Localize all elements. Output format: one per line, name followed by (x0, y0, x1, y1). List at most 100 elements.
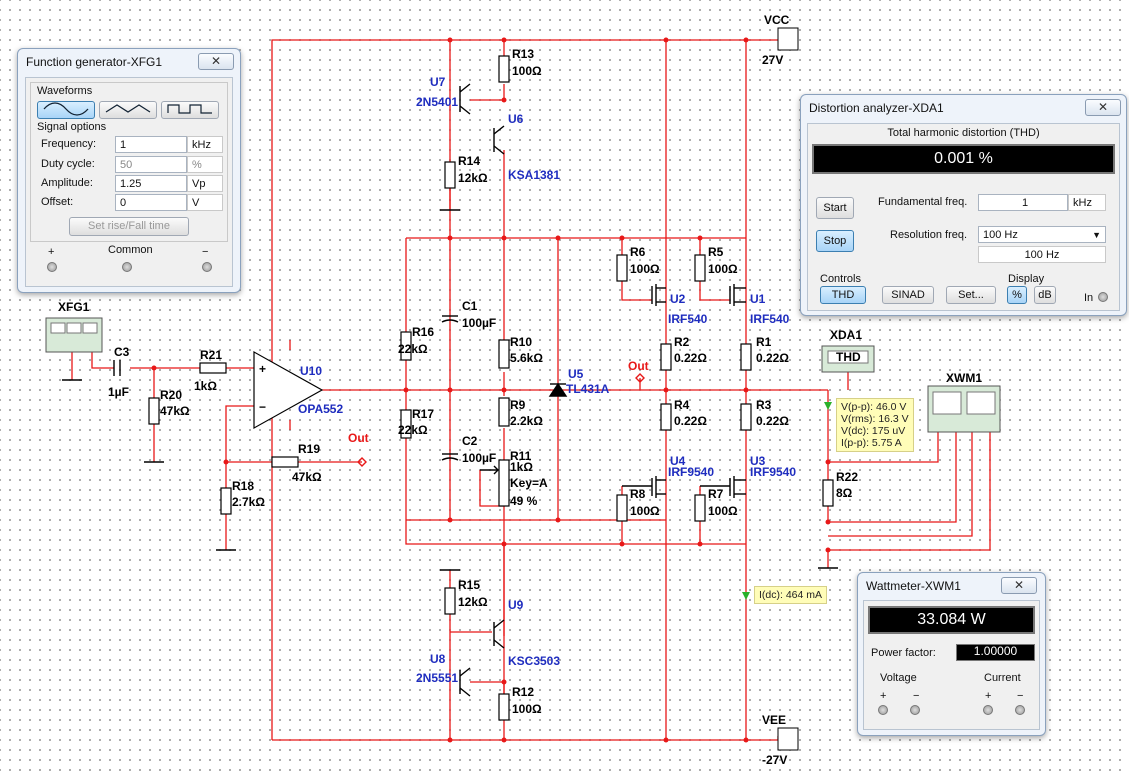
r18-val: 2.7kΩ (232, 495, 265, 509)
square-wave-icon (167, 104, 212, 114)
frequency-label: Frequency: (41, 138, 97, 150)
percent-button[interactable]: % (1007, 286, 1027, 304)
duty-cycle-field[interactable]: 50 (115, 156, 187, 173)
probe-idc-icon[interactable] (742, 592, 750, 600)
fg-options-group: Waveforms Signal options Frequency: 1 kH… (30, 82, 228, 242)
svg-text:−: − (259, 400, 266, 414)
da-body: Total harmonic distortion (THD) 0.001 % … (807, 123, 1120, 311)
sine-wave-icon (43, 102, 89, 116)
r11-val: 1kΩ (510, 460, 533, 474)
xwm1-label: XWM1 (946, 371, 982, 385)
r6-ref: R6 (630, 245, 646, 259)
db-button[interactable]: dB (1034, 286, 1056, 304)
amplitude-unit[interactable]: Vp (187, 175, 223, 192)
voltage-minus-label: − (913, 690, 920, 702)
stop-button[interactable]: Stop (816, 230, 854, 252)
voltage-plus-terminal[interactable] (878, 705, 888, 715)
frequency-unit[interactable]: kHz (187, 136, 223, 153)
square-wave-button[interactable] (161, 101, 219, 119)
fund-freq-unit[interactable]: kHz (1068, 194, 1106, 211)
r12-ref: R12 (512, 685, 534, 699)
set-rise-fall-button[interactable]: Set rise/Fall time (69, 217, 189, 236)
symbols (62, 83, 838, 697)
r18-ref: R18 (232, 479, 254, 493)
sinad-button[interactable]: SINAD (882, 286, 934, 304)
current-minus-terminal[interactable] (1015, 705, 1025, 715)
fg-minus-label: − (202, 246, 209, 258)
vee-source[interactable] (777, 727, 799, 751)
r22-val: 8Ω (836, 486, 853, 500)
frequency-field[interactable]: 1 (115, 136, 187, 153)
duty-cycle-unit[interactable]: % (187, 156, 223, 173)
probe-idc-readout: I(dc): 464 mA (754, 586, 828, 604)
xda1-icon[interactable] (821, 345, 875, 373)
xwm1-icon[interactable] (927, 385, 1001, 433)
r21-ref: R21 (200, 348, 222, 362)
wm-close-button[interactable]: ✕ (1001, 577, 1037, 594)
r3-val: 0.22Ω (756, 414, 789, 428)
xfg1-icon[interactable] (45, 317, 103, 353)
triangle-wave-icon (105, 104, 151, 113)
start-button[interactable]: Start (816, 197, 854, 219)
thd-button[interactable]: THD (820, 286, 866, 304)
triangle-wave-button[interactable] (99, 101, 157, 119)
thd-display: 0.001 % (812, 144, 1115, 174)
c2-ref: C2 (462, 434, 478, 448)
da-close-button[interactable]: ✕ (1085, 99, 1121, 116)
r1-val: 0.22Ω (756, 351, 789, 365)
current-plus-terminal[interactable] (983, 705, 993, 715)
r15-val: 12kΩ (458, 595, 488, 609)
fg-common-terminal[interactable] (122, 262, 132, 272)
fg-common-label: Common (108, 244, 153, 256)
fg-plus-label: + (48, 246, 55, 258)
fg-waveforms-label: Waveforms (37, 85, 93, 97)
in-terminal[interactable] (1098, 292, 1108, 302)
offset-label: Offset: (41, 196, 74, 208)
probe-vout-readout: V(p-p): 46.0 V V(rms): 16.3 V V(dc): 175… (836, 398, 914, 452)
r10-ref: R10 (510, 335, 532, 349)
fg-signal-options-label: Signal options (37, 121, 107, 133)
r9-val: 2.2kΩ (510, 414, 543, 428)
res-freq-select[interactable]: 100 Hz ▼ (978, 226, 1106, 243)
fund-freq-label: Fundamental freq. (878, 196, 968, 208)
r7-val: 100Ω (708, 504, 738, 518)
r20-ref: R20 (160, 388, 182, 402)
sine-wave-button[interactable] (37, 101, 95, 119)
set-button[interactable]: Set... (946, 286, 996, 304)
r6-val: 100Ω (630, 262, 660, 276)
fg-plus-terminal[interactable] (47, 262, 57, 272)
vcc-value: 27V (762, 53, 783, 67)
probe-ipp: I(p-p): 5.75 A (841, 437, 902, 449)
amplitude-field[interactable]: 1.25 (115, 175, 187, 192)
r5-ref: R5 (708, 245, 724, 259)
probe-vout-icon[interactable] (824, 402, 832, 410)
fg-minus-terminal[interactable] (202, 262, 212, 272)
wattmeter-window[interactable]: Wattmeter-XWM1 ✕ 33.084 W Power factor: … (857, 572, 1046, 736)
r11-key: Key=A (510, 476, 548, 490)
components (148, 55, 834, 721)
r3-ref: R3 (756, 398, 772, 412)
wm-body: 33.084 W Power factor: 1.00000 Voltage C… (863, 600, 1040, 730)
u9-ref: U9 (508, 598, 524, 612)
offset-unit[interactable]: V (187, 194, 223, 211)
offset-field[interactable]: 0 (115, 194, 187, 211)
u1-val: IRF540 (750, 312, 790, 326)
in-label: In (1084, 292, 1094, 304)
u2-val: IRF540 (668, 312, 708, 326)
vcc-source[interactable] (777, 27, 799, 51)
c3-val: 1µF (108, 385, 129, 399)
duty-cycle-label: Duty cycle: (41, 158, 95, 170)
r22-ref: R22 (836, 470, 858, 484)
r17-ref: R17 (412, 407, 434, 421)
voltage-minus-terminal[interactable] (910, 705, 920, 715)
current-minus-label: − (1017, 690, 1024, 702)
distortion-analyzer-window[interactable]: Distortion analyzer-XDA1 ✕ Total harmoni… (800, 94, 1127, 316)
function-generator-window[interactable]: Function generator-XFG1 ✕ Waveforms Sign… (17, 48, 241, 293)
r20-val: 47kΩ (160, 404, 190, 418)
u8-ref: U8 (430, 652, 446, 666)
u3-ref: U3 (750, 454, 766, 468)
fg-close-button[interactable]: ✕ (198, 53, 234, 70)
u2-ref: U2 (670, 292, 686, 306)
fund-freq-field[interactable]: 1 (978, 194, 1068, 211)
